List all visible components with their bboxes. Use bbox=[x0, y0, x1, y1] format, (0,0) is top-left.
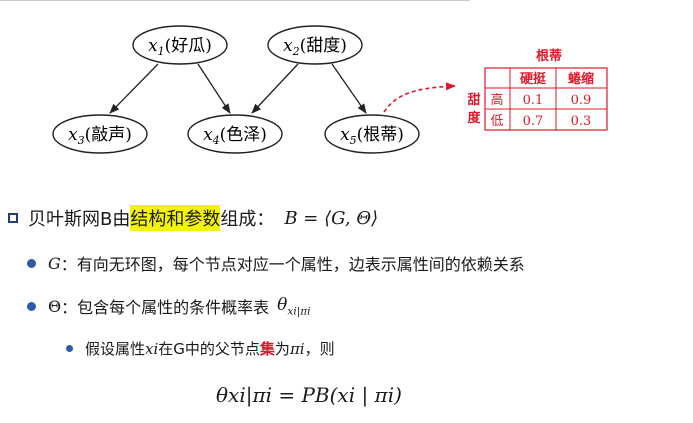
highlight-red-char: 集 bbox=[259, 340, 275, 358]
cpt-row-label-2: 低 bbox=[490, 114, 503, 129]
cpt-col-header-1: 硬挺 bbox=[520, 71, 547, 87]
svg-text:x3(敲声): x3(敲声) bbox=[68, 125, 132, 147]
edge-x2-x4 bbox=[251, 63, 299, 114]
bullet-dot-icon bbox=[27, 258, 36, 268]
node-x4: x4(色泽) bbox=[187, 114, 283, 154]
node-x3: x3(敲声) bbox=[52, 114, 148, 154]
svg-text:x2(甜度): x2(甜度) bbox=[283, 36, 347, 58]
node-x5: x5(根蒂) bbox=[324, 114, 420, 154]
symbol-theta: Θ bbox=[48, 296, 62, 316]
cpt-col-header-2: 蜷缩 bbox=[568, 71, 594, 87]
bullet-line-2: G：有向无环图，每个节点对应一个属性，边表示属性间的依赖关系 bbox=[27, 251, 525, 275]
edge-x1-x4 bbox=[197, 63, 231, 114]
node-x2: x2(甜度) bbox=[267, 25, 363, 65]
cpt-table: 根蒂 硬挺 蜷缩 甜 度 高 低 0.1 0.9 0.7 0.3 bbox=[467, 48, 608, 131]
bullet-line-1: 贝叶斯网B由结构和参数组成： B = ⟨G, Θ⟩ bbox=[8, 205, 378, 231]
bayesian-network-diagram: x1(好瓜) x2(甜度) x3(敲声) x4(色泽) x5(根蒂) 根蒂 硬挺… bbox=[52, 25, 608, 154]
highlighted-text: 结构和参数 bbox=[130, 205, 221, 231]
cpt-row-var-bottom: 度 bbox=[467, 110, 481, 126]
cpt-row-var-top: 甜 bbox=[467, 92, 480, 108]
formula-b: B = ⟨G, Θ⟩ bbox=[284, 207, 379, 229]
cpt-symbol: θxi|πi bbox=[277, 294, 311, 318]
cpt-cell-r1c1: 0.1 bbox=[523, 93, 544, 108]
cpt-link-arrow bbox=[383, 82, 456, 113]
svg-text:x4(色泽): x4(色泽) bbox=[203, 125, 267, 147]
symbol-g: G bbox=[48, 253, 61, 273]
square-bullet-icon bbox=[8, 213, 18, 223]
equation: θxi|πi = PB(xi | πi) bbox=[216, 383, 402, 407]
bullet-dot-icon bbox=[66, 345, 73, 352]
top-divider bbox=[0, 0, 470, 1]
edge-x1-x3 bbox=[109, 63, 159, 114]
edge-x2-x5 bbox=[331, 63, 367, 114]
svg-text:x1(好瓜): x1(好瓜) bbox=[148, 36, 212, 58]
node-x1: x1(好瓜) bbox=[132, 25, 228, 65]
cpt-cell-r1c2: 0.9 bbox=[571, 93, 592, 108]
bullet-line-3: Θ：包含每个属性的条件概率表 θxi|πi bbox=[27, 294, 311, 318]
cpt-cell-r2c2: 0.3 bbox=[571, 114, 592, 129]
bullet-dot-icon bbox=[27, 301, 36, 311]
cpt-row-label-1: 高 bbox=[490, 92, 503, 108]
cpt-title: 根蒂 bbox=[536, 48, 562, 64]
cpt-cell-r2c1: 0.7 bbox=[523, 114, 544, 129]
svg-text:x5(根蒂): x5(根蒂) bbox=[340, 125, 404, 147]
